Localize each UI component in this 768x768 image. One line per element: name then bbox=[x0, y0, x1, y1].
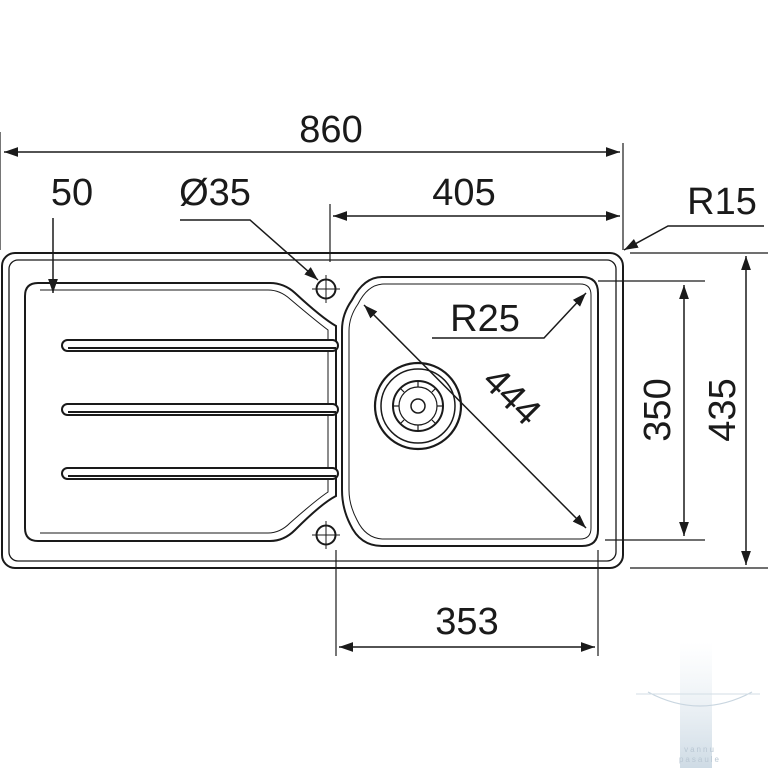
sink-outline bbox=[1, 252, 624, 569]
leader-r15 bbox=[623, 225, 764, 251]
tap-hole-bottom bbox=[312, 521, 340, 549]
tap-hole-top bbox=[312, 275, 340, 303]
strainer-waste bbox=[373, 361, 463, 451]
label-bowl-width-bottom: 353 bbox=[435, 601, 498, 643]
bowl-outline bbox=[341, 276, 599, 547]
label-bowl-diagonal: 444 bbox=[474, 359, 549, 434]
label-bowl-depth: 350 bbox=[637, 378, 679, 441]
drainer-rib bbox=[61, 339, 339, 352]
drainer-rib bbox=[61, 467, 339, 480]
watermark-text-line1: vannu bbox=[684, 745, 716, 754]
label-overall-width: 860 bbox=[299, 109, 362, 151]
bowl-inner-line bbox=[348, 283, 592, 540]
sink-inner-edge bbox=[8, 259, 617, 562]
drainer-outline bbox=[24, 282, 337, 542]
sink-outer-edge bbox=[1, 252, 624, 569]
label-outer-corner-radius: R15 bbox=[687, 181, 757, 223]
dimension-line-444 bbox=[363, 304, 587, 529]
label-drainer-edge-offset: 50 bbox=[51, 172, 93, 214]
dimension-lines bbox=[4, 147, 764, 652]
label-overall-depth: 435 bbox=[702, 378, 744, 441]
extension-lines bbox=[0, 132, 768, 656]
watermark-text-line2: pasaule bbox=[679, 755, 721, 764]
watermark-logo: vannu pasaule bbox=[636, 642, 760, 768]
leader-r25 bbox=[432, 292, 587, 339]
label-bowl-corner-radius: R25 bbox=[450, 298, 520, 340]
label-bowl-width-top: 405 bbox=[432, 172, 495, 214]
drainer-ribs bbox=[61, 339, 339, 480]
leader-diameter-35 bbox=[180, 219, 319, 281]
label-tap-hole-diameter: Ø35 bbox=[179, 172, 251, 214]
watermark-arc bbox=[647, 691, 753, 707]
drainer-rib bbox=[61, 403, 339, 416]
